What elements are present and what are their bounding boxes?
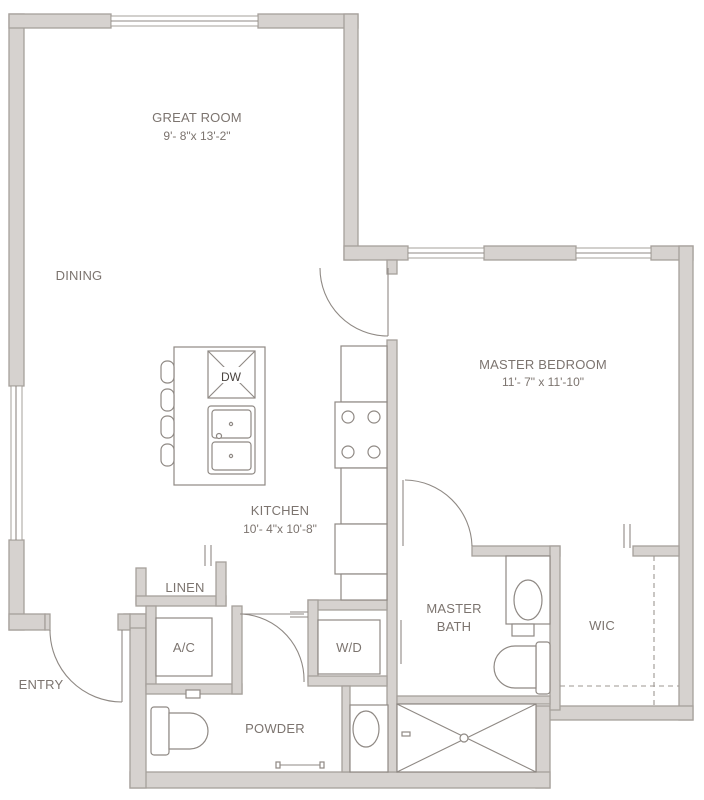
kitchen-dimensions: 10'- 4"x 10'-8"	[243, 522, 317, 536]
toilet	[168, 712, 209, 750]
wd-label: W/D	[336, 640, 362, 655]
stool	[160, 360, 175, 384]
dining-label: DINING	[56, 268, 103, 283]
master-bath-label-line2: BATH	[437, 619, 472, 634]
windows	[10, 15, 652, 541]
stool	[160, 415, 175, 439]
ac-label: A/C	[173, 640, 195, 655]
bath-toilet	[493, 645, 537, 689]
wic-shelving	[560, 556, 679, 706]
refrigerator	[340, 345, 388, 403]
washer-dryer	[317, 619, 381, 675]
master-bath-label-line1: MASTER	[426, 601, 481, 616]
bath-toilet-tank	[535, 641, 551, 695]
stool	[160, 388, 175, 412]
room-labels: GREAT ROOM 9'- 8"x 13'-2" DINING MASTER …	[19, 110, 615, 736]
ac-closet	[155, 617, 213, 699]
master-bedroom-dimensions: 11'- 7" x 11'-10"	[502, 375, 584, 389]
kitchen-label: KITCHEN	[251, 503, 309, 518]
wic-label: WIC	[589, 618, 615, 633]
stool	[160, 443, 175, 467]
sink	[352, 710, 380, 748]
doors	[49, 267, 631, 703]
powder-fixtures	[150, 704, 389, 773]
range	[334, 401, 388, 469]
great-room-dimensions: 9'- 8"x 13'-2"	[163, 129, 230, 143]
dishwasher-label: DW	[221, 370, 242, 384]
master-bath-fixtures	[396, 555, 551, 773]
walls	[8, 13, 694, 789]
entry-label: ENTRY	[19, 677, 64, 692]
linen-label: LINEN	[165, 580, 204, 595]
master-bedroom-label: MASTER BEDROOM	[479, 357, 607, 372]
toilet-tank	[150, 706, 170, 756]
kitchen-counter	[334, 345, 388, 601]
great-room-label: GREAT ROOM	[152, 110, 242, 125]
kitchen-island: DW	[160, 346, 266, 486]
powder-label: POWDER	[245, 721, 305, 736]
